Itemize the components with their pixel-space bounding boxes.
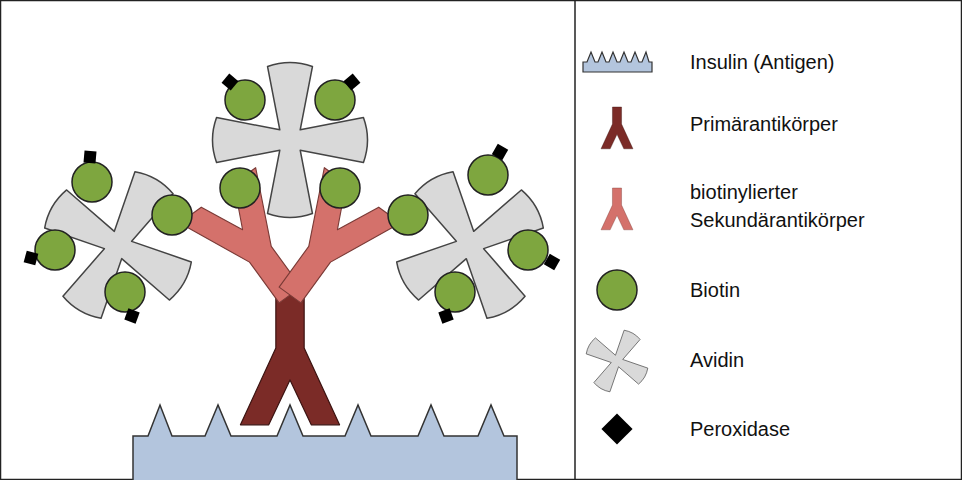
avidin [14, 141, 222, 349]
legend-label: Insulin (Antigen) [690, 48, 835, 76]
legend-avidin-sample [573, 317, 660, 404]
avidin [212, 62, 367, 217]
legend-label: Avidin [690, 346, 744, 374]
avidin [366, 141, 574, 349]
primary-antibody [240, 295, 339, 425]
secondary-antibody [252, 168, 401, 323]
legend-biotin-sample [597, 270, 637, 310]
legend-secondary-sample [601, 188, 633, 230]
legend-label: biotinylierter Sekundärantikörper [690, 178, 945, 234]
legend-insulin-sample [583, 52, 652, 72]
divider [574, 0, 576, 480]
biotin-group [35, 80, 548, 312]
peroxidase-group [24, 74, 561, 324]
legend-label: Primärantikörper [690, 110, 838, 138]
legend-label: Biotin [690, 276, 740, 304]
legend-primary-sample [601, 107, 633, 149]
legend-label: Peroxidase [690, 415, 790, 443]
legend-peroxidase-sample [601, 413, 632, 444]
secondary-antibody [180, 168, 329, 323]
